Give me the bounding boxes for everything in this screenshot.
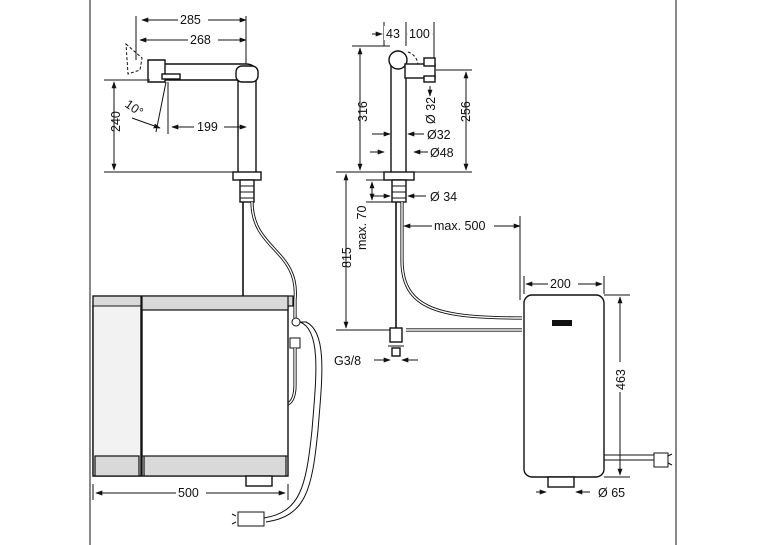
dim-463-label: 463 (614, 369, 628, 390)
dia-48-label: Ø48 (430, 146, 454, 160)
max-70-label: max. 70 (355, 205, 369, 250)
dim-316-label: 316 (356, 101, 370, 122)
faucet-side-view (92, 16, 323, 527)
dim-256-label: 256 (459, 101, 473, 122)
dim-500-label: 500 (178, 486, 199, 500)
g38-label: G3/8 (334, 354, 361, 368)
dia-32-label: Ø32 (427, 128, 451, 142)
dim-200-label: 200 (550, 277, 571, 291)
dim-268-label: 268 (190, 33, 211, 47)
dim-100-label: 100 (409, 27, 430, 41)
dim-199-label: 199 (197, 120, 218, 134)
dim-815-label: 815 (340, 247, 354, 268)
dim-285-label: 285 (180, 13, 201, 27)
dia-65-label: Ø 65 (598, 486, 625, 500)
max-500-label: max. 500 (434, 219, 485, 233)
dim-240-label: 240 (109, 111, 123, 132)
dia-34-label: Ø 34 (430, 190, 457, 204)
dia-32-top-label: Ø 32 (424, 97, 438, 124)
faucet-front-view (336, 22, 673, 495)
dim-43-label: 43 (386, 27, 400, 41)
angle-10-label: 10° (122, 97, 146, 119)
